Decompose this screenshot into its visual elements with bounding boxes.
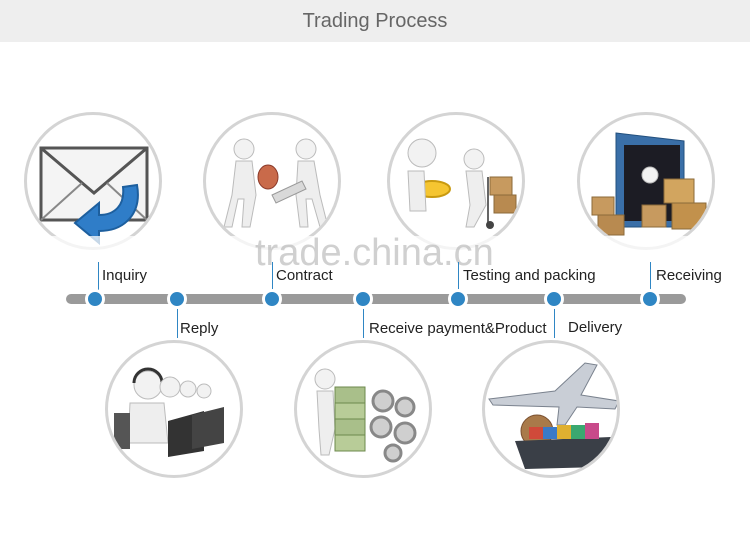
reply-circle xyxy=(105,340,243,478)
step-dot-payment xyxy=(353,289,373,309)
step-label-testing: Testing and packing xyxy=(463,267,596,284)
inquiry-circle xyxy=(24,112,162,250)
step-dot-inquiry xyxy=(85,289,105,309)
connector-inquiry xyxy=(98,262,99,294)
fade-strip xyxy=(0,236,750,260)
connector-receiving xyxy=(650,262,651,294)
step-label-contract: Contract xyxy=(276,267,333,284)
connector-reply xyxy=(177,304,178,338)
connector-delivery xyxy=(554,304,555,338)
timeline-bar xyxy=(66,294,686,304)
step-label-payment: Receive payment&Product xyxy=(369,320,547,337)
magnifier-boxes-icon xyxy=(407,138,517,229)
contract-circle xyxy=(203,112,341,250)
step-dot-testing xyxy=(448,289,468,309)
connector-contract xyxy=(272,262,273,294)
envelope-reply-icon xyxy=(39,146,149,246)
call-center-icon xyxy=(114,367,224,457)
receive-payment-circle xyxy=(294,340,432,478)
delivery-circle xyxy=(482,340,620,478)
testing-circle xyxy=(387,112,525,250)
step-label-inquiry: Inquiry xyxy=(102,267,148,284)
step-dot-contract xyxy=(262,289,282,309)
step-dot-reply xyxy=(167,289,187,309)
plane-ship-icon xyxy=(488,362,617,469)
page-title: Trading Process xyxy=(302,10,448,32)
step-dot-receiving xyxy=(640,289,660,309)
connector-testing xyxy=(458,262,459,294)
step-label-receiving: Receiving xyxy=(656,267,722,284)
money-gears-icon xyxy=(314,368,417,463)
handshake-contract-icon xyxy=(223,138,329,228)
step-label-delivery: Delivery xyxy=(568,319,623,336)
step-dot-delivery xyxy=(544,289,564,309)
step-label-reply: Reply xyxy=(180,320,219,337)
connector-payment xyxy=(363,304,364,338)
watermark: trade.china.cn xyxy=(255,232,494,274)
header-bar xyxy=(0,0,750,42)
container-boxes-icon xyxy=(591,132,707,236)
receiving-circle xyxy=(577,112,715,250)
